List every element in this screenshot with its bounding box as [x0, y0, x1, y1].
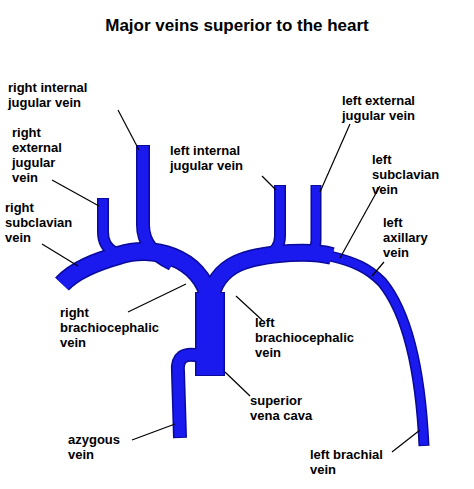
vein-outline	[62, 145, 424, 446]
leader-lines	[42, 110, 420, 452]
vein-label: right brachiocephalic vein	[60, 305, 172, 350]
vein-label: left subclavian vein	[372, 152, 454, 197]
vein-label: right subclavian vein	[5, 200, 87, 245]
vein-label: superior vena cava	[250, 393, 332, 423]
vein-label: left axillary vein	[383, 215, 447, 260]
vein-label: right external jugular vein	[12, 125, 76, 185]
vein-fill	[62, 146, 424, 445]
diagram-title: Major veins superior to the heart	[0, 16, 474, 36]
vein-label: left brachial vein	[310, 447, 412, 477]
vein-label: right internal jugular vein	[8, 80, 120, 110]
vein-label: left external jugular vein	[342, 93, 446, 123]
vein-label: left brachiocephalic vein	[255, 315, 367, 360]
vein-label: azygous vein	[68, 432, 130, 462]
vein-label: left internal jugular vein	[170, 143, 272, 173]
